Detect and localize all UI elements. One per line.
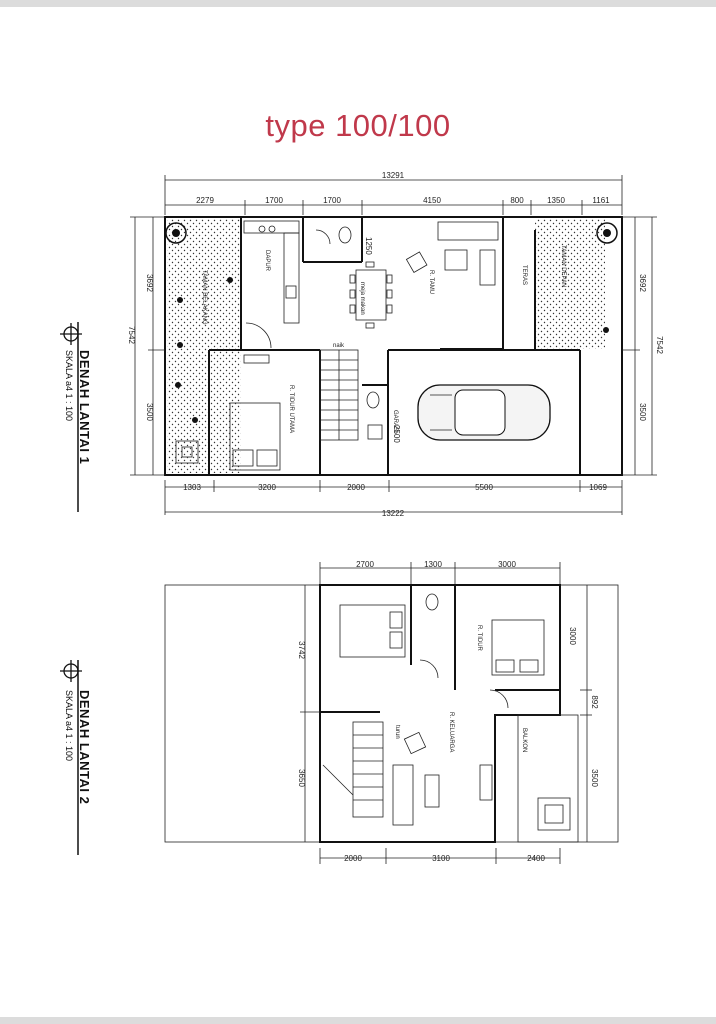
label-meja-makan: meja makan — [359, 282, 365, 315]
f1-dim-bottom-2: 2000 — [347, 483, 365, 492]
bottom-border — [0, 1017, 716, 1024]
f1-dim-bottom-1: 3200 — [258, 483, 276, 492]
floor1-scale: SKALA a4 1 : 100 — [64, 350, 74, 422]
page-title: type 100/100 — [265, 108, 451, 143]
f1-dim-top-1: 1700 — [265, 196, 283, 205]
f1-dim-left-0: 3692 — [145, 274, 154, 292]
label-taman-depan: TAMAN DEPAN — [560, 245, 566, 287]
top-border — [0, 0, 716, 7]
label-r-keluarga: R. KELUARGA — [448, 712, 454, 752]
f2-dim-top-0: 2700 — [356, 560, 374, 569]
label-taman-belakang: TAMAN BELAKANG — [201, 270, 207, 325]
f1-dim-bottom-0: 1303 — [183, 483, 201, 492]
label-naik: naik — [333, 343, 345, 349]
f1-garden-front — [535, 219, 605, 349]
f1-dim-left-1: 3500 — [145, 403, 154, 421]
f2-dim-top-1: 1300 — [424, 560, 442, 569]
f2-dim-bottom-2: 2400 — [527, 854, 545, 863]
f1-dim-right-total: 7542 — [655, 336, 664, 354]
f1-dim-top-total: 13291 — [382, 171, 405, 180]
f1-dim-left-total: 7542 — [127, 326, 136, 344]
label-teras: TERAS — [521, 265, 527, 285]
f2-dim-bottom-1: 3100 — [432, 854, 450, 863]
f2-dim-left-1: 3650 — [297, 769, 306, 787]
floor2-scale: SKALA a4 1 : 100 — [64, 690, 74, 762]
floor2-caption: DENAH LANTAI 2 — [77, 690, 92, 805]
f1-dim-right-1: 3500 — [638, 403, 647, 421]
f1-dim-bottom-total: 13222 — [382, 509, 405, 518]
f1-dim-right-0: 3692 — [638, 274, 647, 292]
f2-dim-left-0: 3742 — [297, 641, 306, 659]
f1-dim-top-4: 800 — [510, 196, 524, 205]
f2-dim-top-2: 3000 — [498, 560, 516, 569]
f1-dim-top-3: 4150 — [423, 196, 441, 205]
f1-dim-top-2: 1700 — [323, 196, 341, 205]
label-turun: turun — [394, 725, 400, 739]
f2-roof-outline — [164, 584, 619, 843]
label-r-tidur-utama: R. TIDUR UTAMA — [288, 385, 294, 433]
f1-dim-2500: 2500 — [392, 425, 401, 443]
floor1-caption: DENAH LANTAI 1 — [77, 350, 92, 465]
f1-dim-1250: 1250 — [364, 237, 373, 255]
floor2-plan: 2700 1300 3000 R. TIDUR R. KELUARG — [164, 560, 619, 864]
f1-dim-top-5: 1350 — [547, 196, 565, 205]
crosshair-icon — [60, 322, 82, 512]
label-balkon: BALKON — [521, 728, 527, 752]
label-dapur: DAPUR — [264, 250, 270, 272]
label-garasi: GARASI — [392, 410, 398, 433]
f2-dim-right-2: 3500 — [590, 769, 599, 787]
f1-dim-top-6: 1161 — [592, 196, 610, 205]
f1-outer-wall — [164, 216, 623, 476]
f1-top-ticks — [244, 200, 583, 215]
label-r-tamu: R. TAMU — [428, 270, 434, 294]
label-r-tidur: R. TIDUR — [476, 625, 482, 652]
car-icon — [417, 384, 551, 441]
f2-dim-bottom-0: 2000 — [344, 854, 362, 863]
f2-dim-right-1: 892 — [590, 695, 599, 709]
f2-dim-right-0: 3000 — [568, 627, 577, 645]
crosshair-icon — [60, 660, 82, 855]
f1-pot — [175, 440, 199, 464]
f1-dim-top-0: 2279 — [196, 196, 214, 205]
f1-dim-bottom-3: 5500 — [475, 483, 493, 492]
f1-dim-bottom-4: 1069 — [589, 483, 607, 492]
floor1-plan: 13291 2279 1700 1700 4150 800 1350 1161 — [127, 171, 664, 518]
tree-icon — [165, 222, 618, 423]
